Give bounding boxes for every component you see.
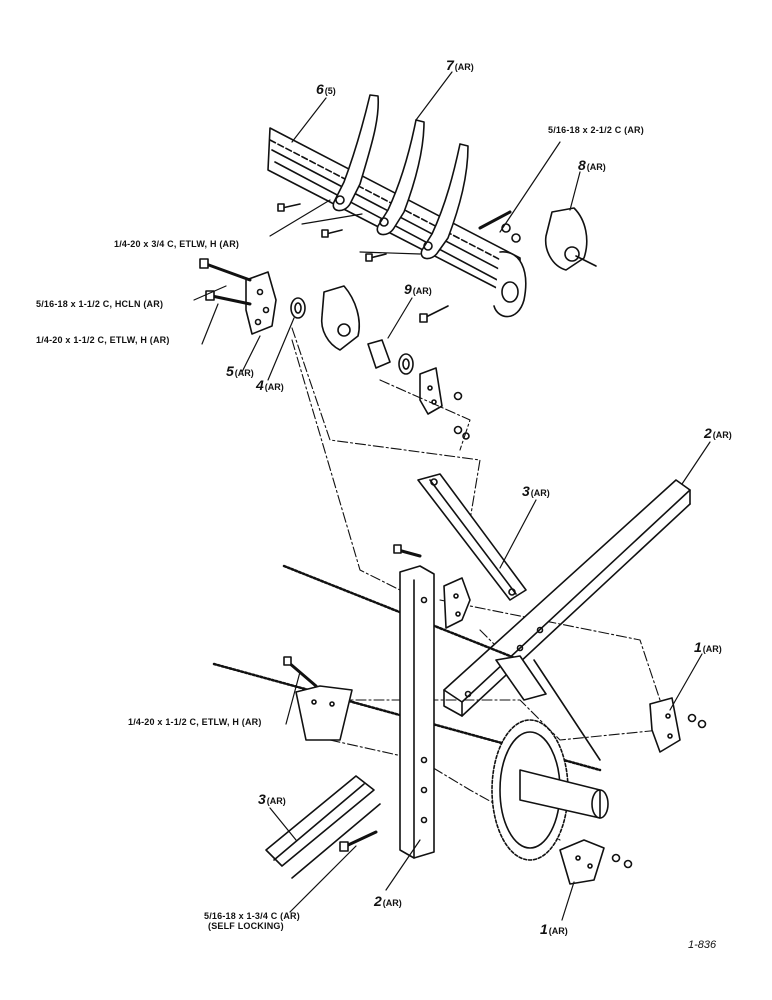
callout-part-2-right: 2(AR) [704, 425, 732, 441]
callout-part-1-right: 1(AR) [694, 639, 722, 655]
callout-part-3-lower: 3(AR) [258, 791, 286, 807]
hardware-label-bolt-1-4-1-1-2-lower: 1/4-20 x 1-1/2 C, ETLW, H (AR) [128, 717, 262, 727]
part-2-post [393, 544, 435, 859]
mounting-brackets [283, 577, 707, 885]
callout-part-1-lower: 1(AR) [540, 921, 568, 937]
hardware-label-bolt-5-16-2-1-2: 5/16-18 x 2-1/2 C (AR) [548, 125, 644, 135]
hardware-label-bolt-5-16-1-3-4: 5/16-18 x 1-3/4 C (AR) [204, 911, 300, 921]
part-3-arm-upper [417, 473, 527, 601]
callout-part-8: 8(AR) [578, 157, 606, 173]
callout-leaders [193, 71, 711, 921]
part-2-tube-right [443, 479, 691, 717]
hardware-label-bolt-1-4-1-1-2-upper: 1/4-20 x 1-1/2 C, ETLW, H (AR) [36, 335, 170, 345]
callout-part-2-post: 2(AR) [374, 893, 402, 909]
callout-part-9: 9(AR) [404, 281, 432, 297]
hardware-label-self-locking: (SELF LOCKING) [208, 921, 284, 931]
tines [332, 94, 469, 260]
bracket-assembly-upper [199, 258, 470, 440]
callout-part-7: 7(AR) [446, 57, 474, 73]
reel-spider [491, 655, 609, 861]
callout-part-6: 6(5) [316, 81, 336, 97]
callout-part-3-upper: 3(AR) [522, 483, 550, 499]
hardware-label-bolt-5-16-1-1-2: 5/16-18 x 1-1/2 C, HCLN (AR) [36, 299, 164, 309]
callout-part-4: 4(AR) [256, 377, 284, 393]
callout-part-5: 5(AR) [226, 363, 254, 379]
figure-number: 1-836 [688, 939, 717, 951]
hardware-label-bolt-1-4-3-4: 1/4-20 x 3/4 C, ETLW, H (AR) [114, 239, 240, 249]
tube-bolts [277, 203, 521, 323]
part-3-arm-lower [265, 775, 381, 879]
part-8-bracket [544, 207, 597, 271]
